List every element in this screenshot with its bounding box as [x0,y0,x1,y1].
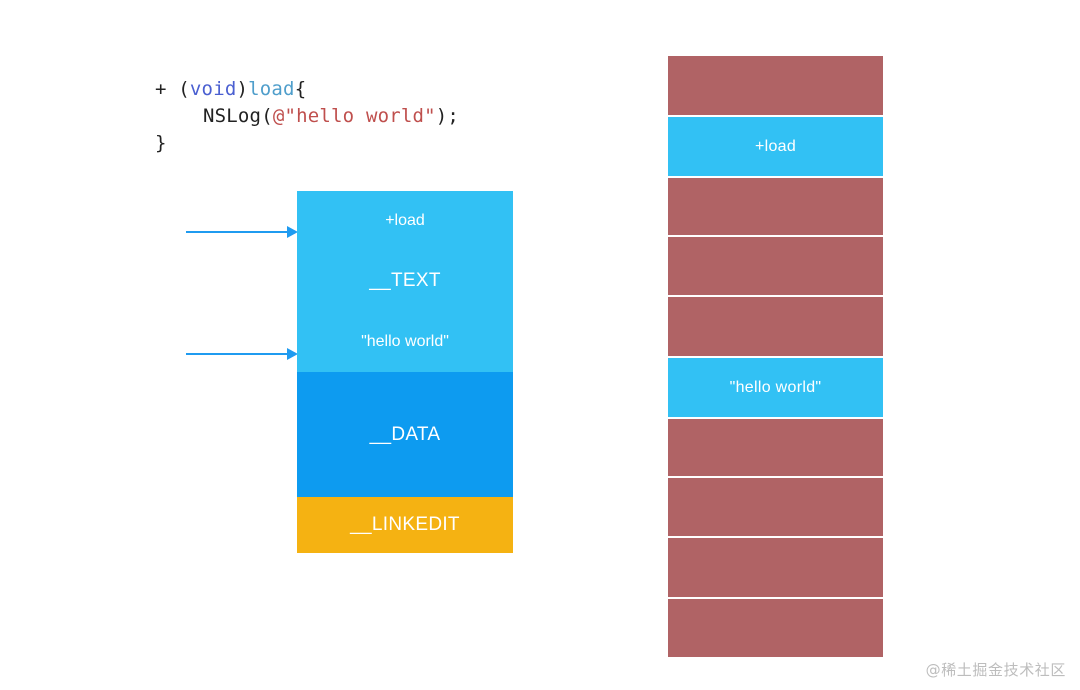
arrow-to-string-icon [186,348,298,360]
code-token-plain: } [155,132,167,154]
arrow-to-load-icon [186,226,298,238]
code-token-plain: ); [435,105,460,127]
page-row [668,478,883,536]
segment-text-line-name: __TEXT [297,251,513,311]
code-line-2: } [155,130,459,157]
code-token-plain: ) [236,78,249,100]
macho-segment-stack: +load __TEXT "hello world" __DATA __LINK… [297,191,513,553]
segment-text-line-load: +load [297,191,513,251]
page-row [668,599,883,657]
page-row [668,237,883,295]
code-token-string: @"hello world" [272,105,436,127]
segment-text-line-string: "hello world" [297,312,513,372]
page-row [668,419,883,476]
code-line-1: NSLog(@"hello world"); [155,103,459,130]
page-row-label: "hello world" [729,378,822,396]
segment-text-label-string: "hello world" [361,332,449,350]
page-row-active: "hello world" [668,358,883,417]
page-row-active: +load [668,117,883,176]
page-row [668,297,883,356]
code-token-keyword: void [189,78,237,100]
segment-data: __DATA [297,372,513,497]
watermark: @稀土掘金技术社区 [925,661,1066,679]
code-token-plain: NSLog( [203,105,273,127]
code-token-method: load [248,78,295,100]
segment-linkedit: __LINKEDIT [297,497,513,553]
code-token-plain: { [294,78,307,100]
segment-text-label-name: __TEXT [369,270,441,292]
arrow-head [287,226,298,238]
memory-page-map: +load "hello world" [668,56,883,657]
segment-data-label: __DATA [369,423,441,445]
page-row [668,538,883,597]
page-row-label: +load [754,137,797,155]
arrow-head [287,348,298,360]
page-row [668,56,883,115]
arrow-shaft [186,231,287,233]
code-snippet: + (void)load{NSLog(@"hello world");} [155,76,459,157]
code-line-0: + (void)load{ [155,76,459,103]
segment-text-label-load: +load [385,212,425,230]
segment-linkedit-label: __LINKEDIT [350,514,460,535]
segment-text: +load __TEXT "hello world" [297,191,513,372]
page-row [668,178,883,235]
code-token-plain: + ( [155,78,190,100]
arrow-shaft [186,353,287,355]
